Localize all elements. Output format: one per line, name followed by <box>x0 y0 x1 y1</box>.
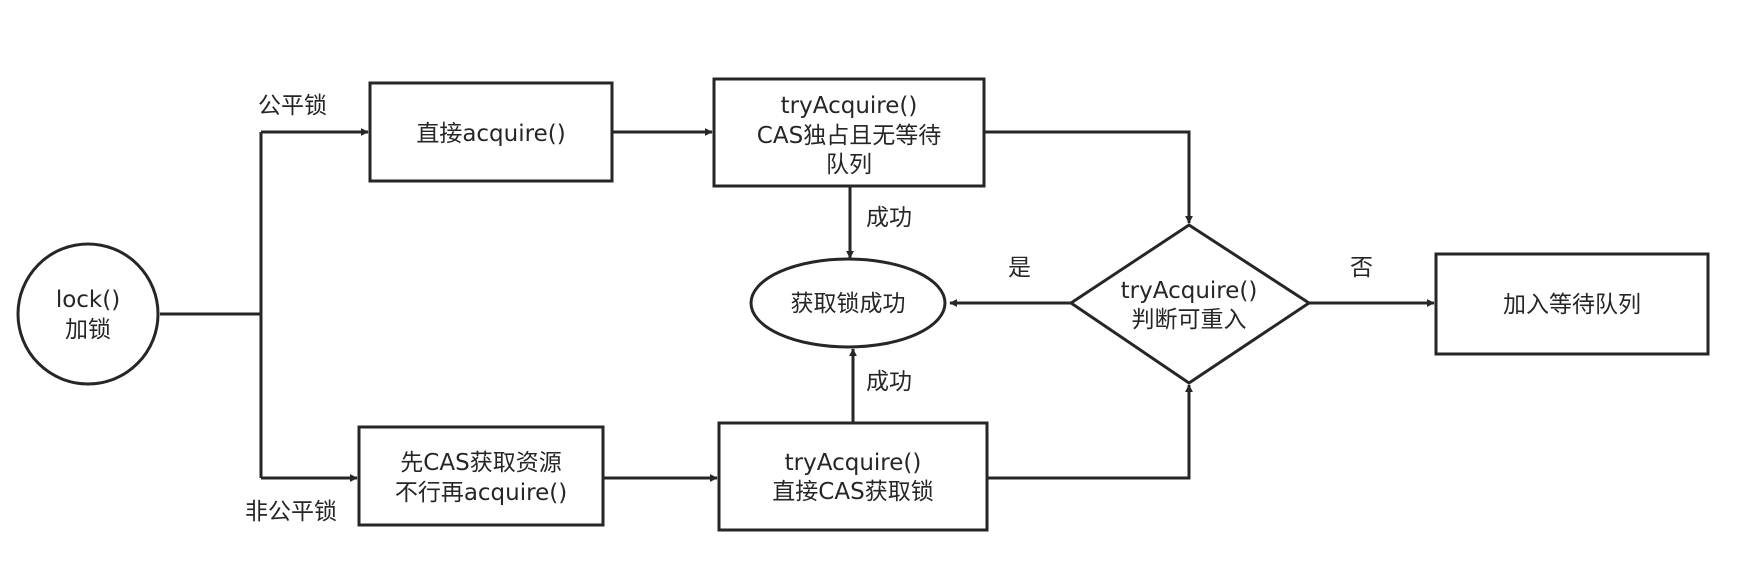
reentrant-text-1: tryAcquire() <box>1121 278 1258 304</box>
fair-acquire-box <box>368 81 614 183</box>
fair-try-box <box>712 77 986 188</box>
yes-label: 是 <box>1008 255 1031 281</box>
edge-fair-try-to-reentrant <box>984 130 1193 224</box>
node-success: 获取锁成功 <box>749 257 947 349</box>
unfair-try-text-2: 直接CAS获取锁 <box>772 479 933 505</box>
node-fair-try: tryAcquire() CAS独占且无等待 队列 <box>712 77 986 188</box>
edge-labels: 公平锁 非公平锁 成功 成功 是 否 <box>245 93 1373 525</box>
unfair-cas-box <box>357 425 605 527</box>
fair-try-text-2: CAS独占且无等待 <box>757 123 941 149</box>
node-reentrant: tryAcquire() 判断可重入 <box>1068 223 1312 385</box>
enqueue-box <box>1434 252 1710 356</box>
unfair-try-text-1: tryAcquire() <box>785 450 922 476</box>
enqueue-text: 加入等待队列 <box>1503 292 1641 318</box>
unfair-cas-text-1: 先CAS获取资源 <box>400 450 561 476</box>
edge-unfair-try-to-reentrant <box>988 384 1193 480</box>
edges <box>160 128 1435 482</box>
unfair-lock-label: 非公平锁 <box>245 499 337 525</box>
fair-success-label: 成功 <box>866 205 912 231</box>
fair-lock-label: 公平锁 <box>258 93 327 119</box>
lock-text-1: lock() <box>56 287 120 313</box>
node-unfair-try: tryAcquire() 直接CAS获取锁 <box>717 421 989 532</box>
fair-try-text-1: tryAcquire() <box>781 93 918 119</box>
lock-circle <box>16 242 160 386</box>
lock-text-2: 加锁 <box>65 317 111 343</box>
fair-try-text-3: 队列 <box>826 152 872 178</box>
reentrant-text-2: 判断可重入 <box>1132 307 1247 333</box>
node-enqueue: 加入等待队列 <box>1434 252 1710 356</box>
unfair-success-label: 成功 <box>866 369 912 395</box>
node-fair-acquire: 直接acquire() <box>368 81 614 183</box>
unfair-try-box <box>717 421 989 532</box>
success-text: 获取锁成功 <box>791 291 906 317</box>
node-lock: lock() 加锁 <box>16 242 160 386</box>
no-label: 否 <box>1350 255 1373 281</box>
node-unfair-cas: 先CAS获取资源 不行再acquire() <box>357 425 605 527</box>
unfair-cas-text-2: 不行再acquire() <box>395 480 567 506</box>
success-ellipse <box>749 257 947 349</box>
reentrant-diamond <box>1068 223 1312 385</box>
fair-acquire-text: 直接acquire() <box>416 121 565 147</box>
